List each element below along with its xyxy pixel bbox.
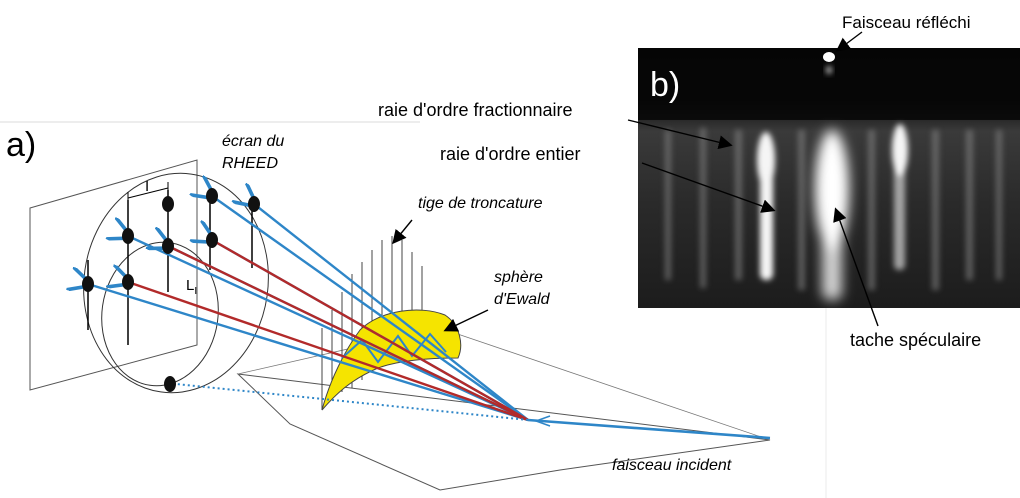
incident-beam-arrow xyxy=(533,415,551,427)
spot xyxy=(122,228,134,244)
spacing-label-i: I xyxy=(145,178,149,195)
specular-spot-label: tache spéculaire xyxy=(850,330,981,350)
screen-caption-line2: RHEED xyxy=(222,155,278,172)
ewald-label-line2: d'Ewald xyxy=(494,291,551,308)
panel-a-label: a) xyxy=(6,126,36,164)
incident-beam xyxy=(527,418,771,440)
spot xyxy=(248,196,260,212)
panel-b: b) Faisceau réfléchi raie d'ordre fracti… xyxy=(378,13,1020,350)
integer-streaks xyxy=(757,124,908,280)
ewald-sphere xyxy=(321,309,462,411)
panel-a: I LI xyxy=(0,121,827,498)
spot xyxy=(82,276,94,292)
spot xyxy=(162,196,174,212)
spot xyxy=(206,188,218,204)
spacing-label-l: LI xyxy=(186,277,197,297)
spot xyxy=(122,274,134,290)
screen-streaks xyxy=(87,190,253,345)
fractional-order-label: raie d'ordre fractionnaire xyxy=(378,100,573,120)
red-rays xyxy=(128,238,529,422)
integer-order-label: raie d'ordre entier xyxy=(440,144,581,164)
panel-b-label: b) xyxy=(650,66,680,104)
blue-rays xyxy=(88,196,529,422)
ewald-arrow xyxy=(443,309,489,332)
truncation-rod-label: tige de troncature xyxy=(418,195,543,212)
direct-beam-dotted xyxy=(175,383,529,421)
integer-arrow xyxy=(641,162,776,213)
ewald-label-line1: sphère xyxy=(494,269,543,286)
reflected-beam-spot xyxy=(823,52,835,62)
diffraction-spots xyxy=(82,188,260,392)
reflected-beam-label: Faisceau réfléchi xyxy=(842,13,971,32)
laue-circle-inner xyxy=(101,241,219,387)
sample-plane xyxy=(236,373,771,491)
spot xyxy=(162,238,174,254)
rheed-screen xyxy=(29,159,198,391)
spacing-indicator-i xyxy=(127,182,169,204)
incident-beam-label: faisceau incident xyxy=(612,457,732,474)
spot xyxy=(164,376,176,392)
specular-arrow xyxy=(833,207,879,327)
reflected-arrow xyxy=(835,31,863,52)
screen-caption-line1: écran du xyxy=(222,133,284,150)
tige-arrow xyxy=(392,219,413,245)
reflected-beam-halo xyxy=(826,66,832,74)
fractional-streaks xyxy=(665,128,1002,290)
fractional-arrow xyxy=(627,119,733,150)
spot xyxy=(206,232,218,248)
